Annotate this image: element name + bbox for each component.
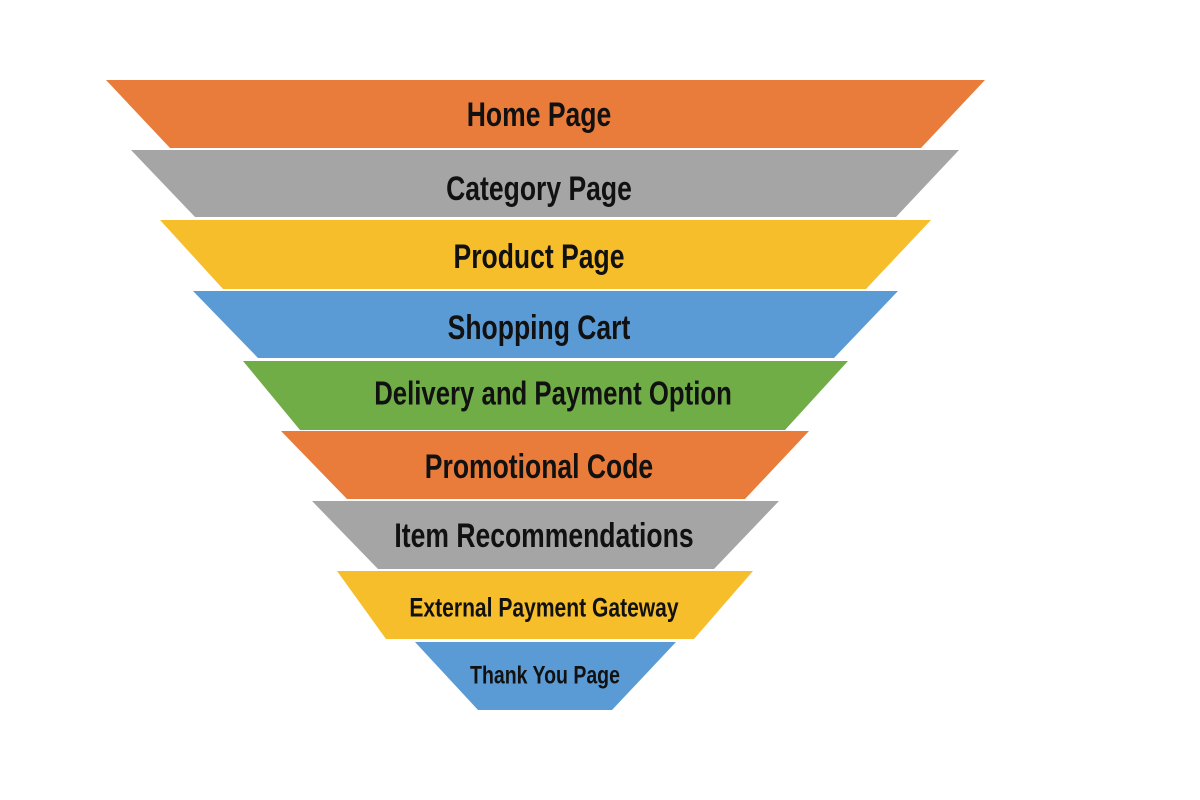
funnel-stage-delivery-and-payment-option: [243, 361, 848, 430]
stage-label-promotional-code: Promotional Code: [424, 448, 654, 486]
stage-label-delivery-and-payment-option: Delivery and Payment Option: [374, 374, 732, 412]
stage-label-shopping-cart: Shopping Cart: [447, 309, 631, 347]
stage-label-item-recommendations: Item Recommendations: [394, 517, 694, 555]
funnel-stage-category-page: [131, 150, 959, 217]
stage-label-home-page: Home Page: [466, 96, 612, 134]
funnel-stage-external-payment-gateway: [337, 571, 753, 639]
stage-label-thank-you-page: Thank You Page: [470, 661, 620, 690]
funnel-stage-promotional-code: [281, 431, 809, 499]
stage-label-category-page: Category Page: [446, 170, 632, 208]
stage-label-external-payment-gateway: External Payment Gateway: [409, 592, 679, 623]
funnel-shapes: [106, 80, 985, 710]
funnel-stage-thank-you-page: [415, 642, 676, 710]
funnel-stage-item-recommendations: [312, 501, 779, 569]
funnel-stage-product-page: [160, 220, 931, 289]
funnel-stage-home-page: [106, 80, 985, 148]
funnel-stage-shopping-cart: [193, 291, 898, 358]
stage-label-product-page: Product Page: [453, 238, 625, 276]
